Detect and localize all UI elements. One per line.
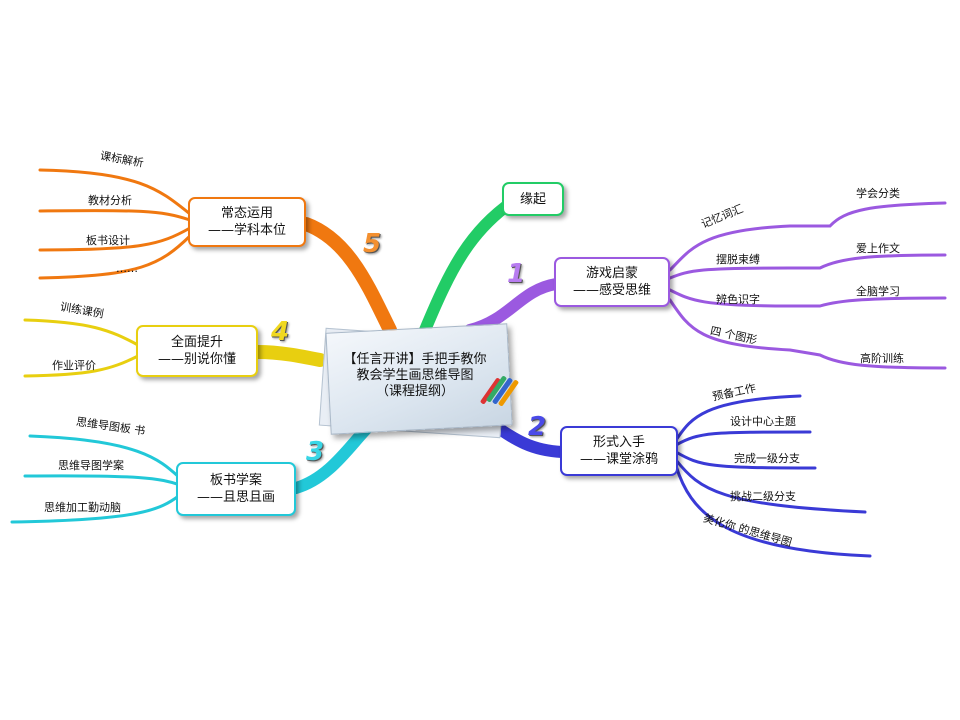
branch-title: 常态运用 [220, 206, 273, 221]
sub-leaf-text: 爱上作文 [856, 242, 900, 255]
branch-subtitle: ——感受思维 [572, 283, 651, 298]
central-line: （课程提纲） [375, 384, 454, 399]
branch-line [38, 226, 192, 252]
leaf-text: 完成一级分支 [734, 452, 800, 465]
branch-number-3: 3 [306, 437, 325, 467]
branch-line [23, 318, 140, 347]
branch-number-1: 1 [507, 259, 526, 289]
pens-icon [479, 374, 520, 414]
branch-subtitle: ——且思且画 [196, 490, 275, 505]
branch-line [674, 430, 812, 447]
leaf-text: 思维导图学案 [58, 459, 124, 472]
branch-line [38, 168, 192, 216]
branch-line [668, 201, 947, 272]
central-line: 【任言开讲】手把手教你 [343, 352, 487, 367]
branch-line [674, 458, 867, 514]
leaf-text: 作业评价 [52, 359, 96, 372]
branch-1-node[interactable]: 游戏启蒙 ——感受思维 [554, 257, 670, 307]
branch-number-4: 4 [271, 317, 290, 347]
leaf-text: 辨色识字 [716, 293, 760, 306]
branch-origin-node[interactable]: 缘起 [502, 182, 564, 216]
branch-line [38, 234, 192, 280]
leaf-text: 教材分析 [88, 194, 132, 207]
branch-title: 形式入手 [592, 435, 645, 450]
branch-line [10, 493, 182, 524]
branch-line [674, 464, 872, 558]
branch-3-node[interactable]: 板书学案 ——且思且画 [176, 462, 296, 516]
central-line: 教会学生画思维导图 [356, 368, 474, 383]
branch-line [668, 253, 947, 280]
leaf-text: 板书设计 [86, 234, 130, 247]
branch-number-2: 2 [528, 412, 547, 442]
branch-line [668, 298, 947, 370]
branch-line [674, 450, 817, 470]
sub-leaf-text: 全脑学习 [856, 285, 900, 298]
branch-line [23, 354, 140, 378]
central-topic-text: 【任言开讲】手把手教你 教会学生画思维导图 （课程提纲） [318, 352, 512, 400]
branch-4-node[interactable]: 全面提升 ——别说你懂 [136, 325, 258, 377]
branch-title: 缘起 [519, 191, 546, 207]
leaf-text: …… [116, 262, 138, 275]
branch-line [23, 474, 182, 487]
branch-line [668, 288, 947, 308]
branch-5-node[interactable]: 常态运用 ——学科本位 [188, 197, 306, 247]
branch-subtitle: ——课堂涂鸦 [579, 452, 658, 467]
sub-leaf-text: 高阶训练 [860, 352, 904, 365]
leaf-text: 挑战二级分支 [730, 490, 796, 503]
sub-leaf-text: 学会分类 [856, 187, 900, 200]
leaf-text: 设计中心主题 [730, 415, 796, 428]
branch-line [28, 434, 182, 480]
branch-line [38, 209, 192, 222]
branch-number-5: 5 [363, 229, 382, 259]
branch-subtitle: ——学科本位 [207, 223, 286, 238]
branch-title: 全面提升 [170, 335, 223, 350]
branch-2-node[interactable]: 形式入手 ——课堂涂鸦 [560, 426, 678, 476]
branch-subtitle: ——别说你懂 [157, 352, 236, 367]
leaf-text: 摆脱束缚 [716, 253, 760, 266]
branch-title: 游戏启蒙 [585, 266, 638, 281]
leaf-text: 思维加工勤动脑 [44, 501, 121, 514]
branch-line [674, 394, 802, 442]
branch-line [251, 345, 327, 367]
branch-title: 板书学案 [209, 473, 262, 488]
branch-line [419, 194, 521, 336]
branch-line [299, 217, 397, 337]
central-topic[interactable]: 【任言开讲】手把手教你 教会学生画思维导图 （课程提纲） [318, 322, 520, 439]
